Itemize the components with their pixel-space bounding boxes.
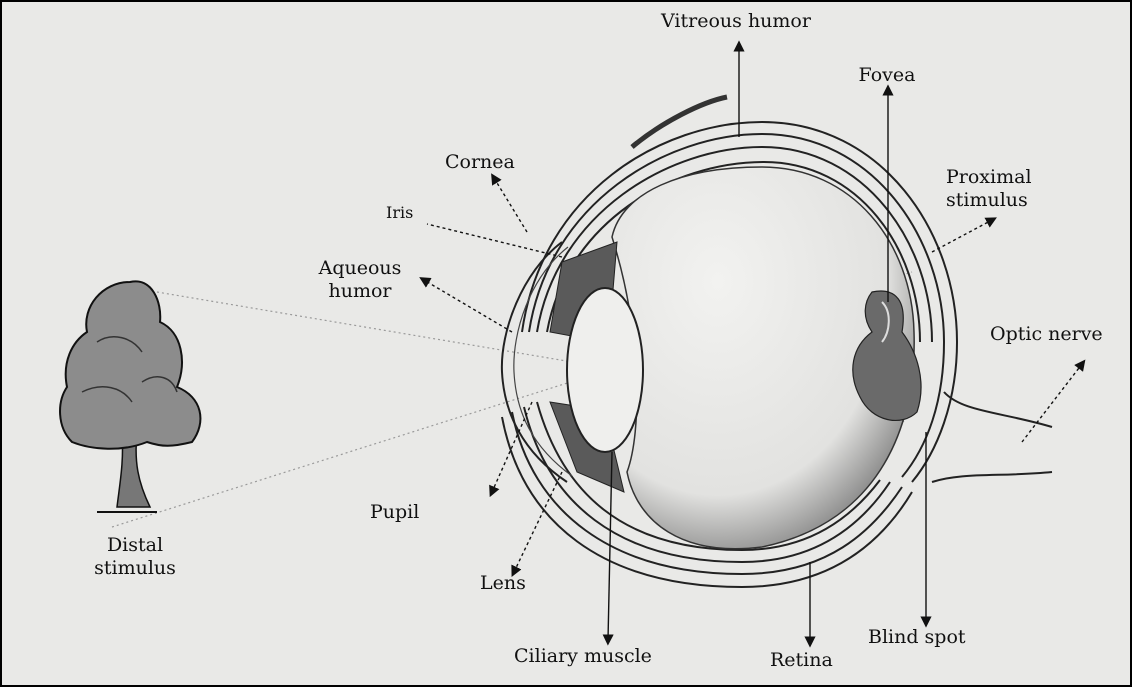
label-retina: Retina <box>770 649 833 671</box>
label-ciliary-muscle: Ciliary muscle <box>514 645 652 667</box>
label-blind-spot: Blind spot <box>868 626 966 648</box>
annotation-lines <box>419 40 1086 648</box>
cornea-shape <box>500 241 568 483</box>
eyelid <box>630 94 728 149</box>
label-fovea: Fovea <box>858 64 916 86</box>
label-proximal-stimulus-line2: stimulus <box>946 189 1028 211</box>
label-pupil: Pupil <box>370 501 420 523</box>
label-aqueous-humor-line1: Aqueous <box>318 257 402 279</box>
tree-illustration <box>59 280 202 513</box>
optic-disc <box>852 290 922 421</box>
label-lens: Lens <box>480 572 526 594</box>
label-vitreous-humor: Vitreous humor <box>661 10 811 32</box>
label-proximal-stimulus-line1: Proximal <box>946 166 1032 188</box>
label-aqueous-humor-line2: humor <box>328 280 392 302</box>
lens-shape <box>566 287 644 453</box>
label-distal-stimulus-line2: stimulus <box>94 557 176 579</box>
vitreous-body <box>611 166 915 550</box>
label-distal-stimulus-line1: Distal <box>106 534 164 556</box>
label-iris: Iris <box>386 203 414 222</box>
eye-sclera <box>501 120 959 589</box>
label-cornea: Cornea <box>445 151 515 173</box>
label-optic-nerve: Optic nerve <box>990 323 1103 345</box>
